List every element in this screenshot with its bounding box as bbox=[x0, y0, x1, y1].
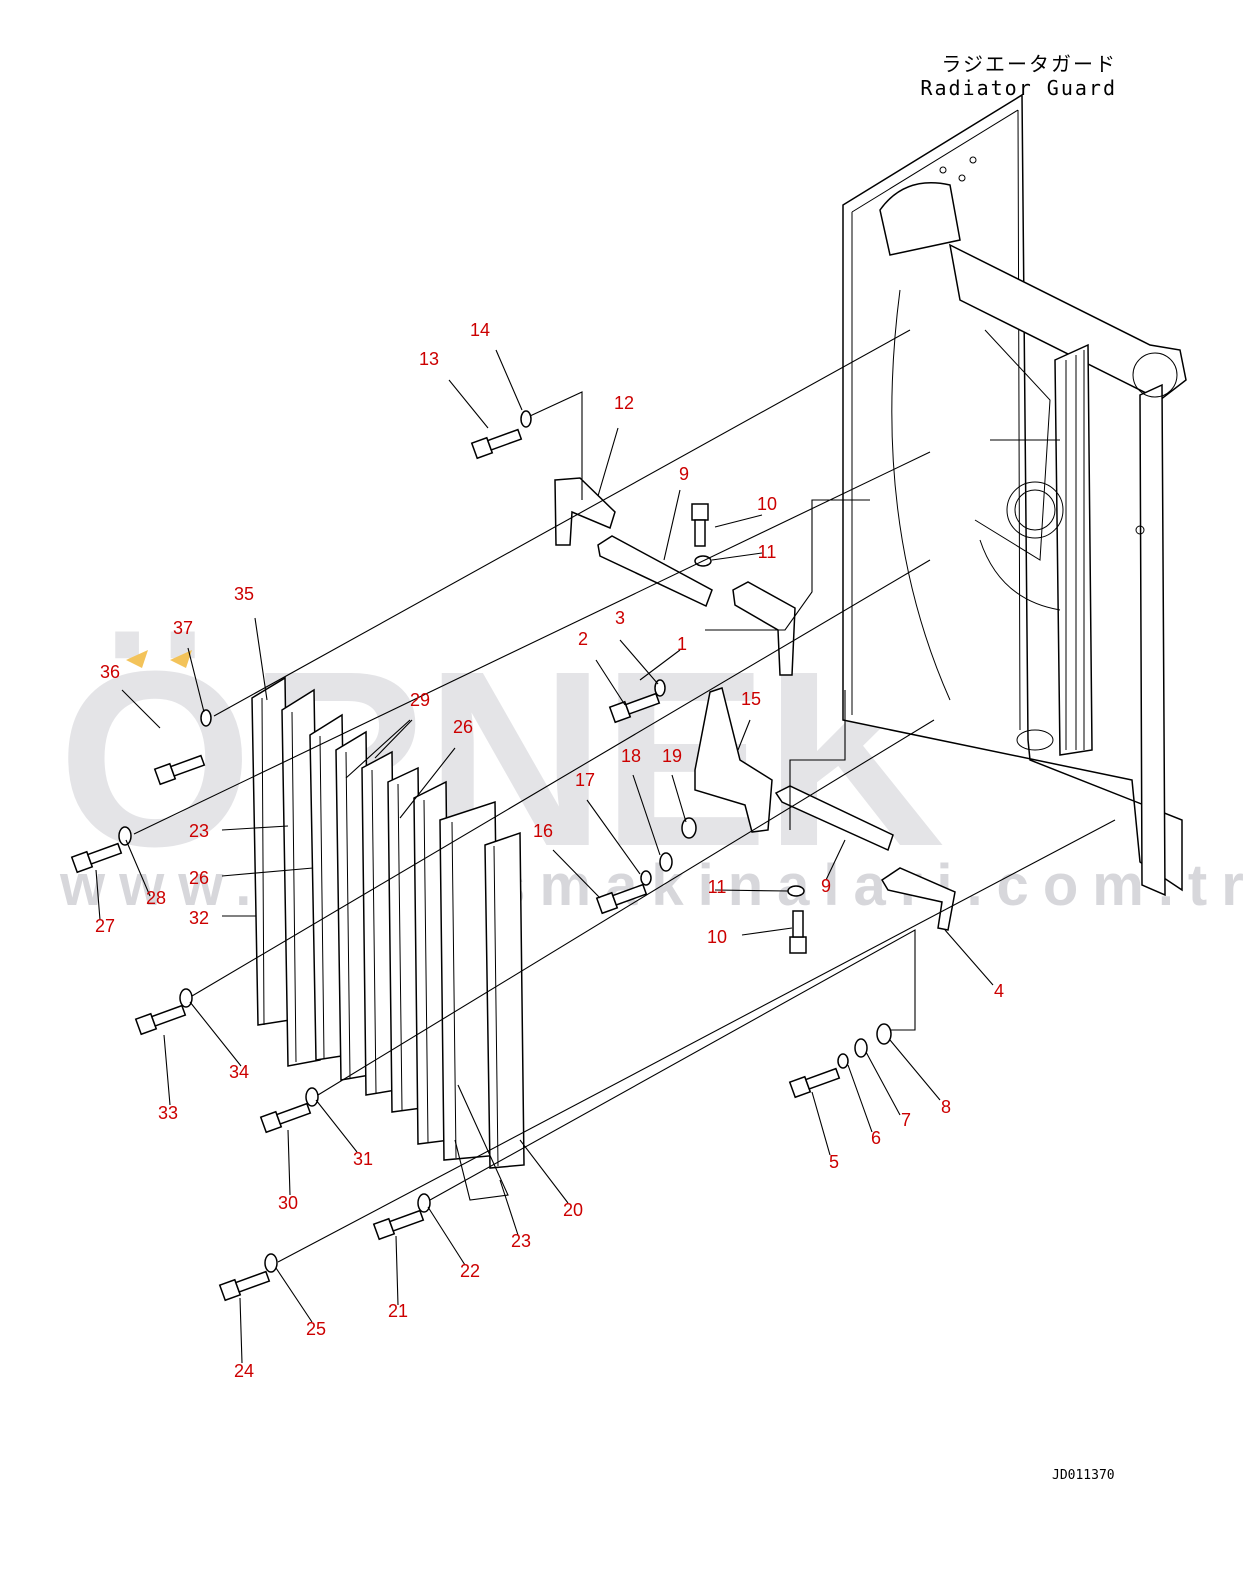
callout-29: 29 bbox=[410, 690, 430, 710]
bracket-4 bbox=[880, 867, 956, 931]
watermark-accent-icon bbox=[126, 650, 192, 668]
bracket-12 bbox=[554, 477, 616, 546]
bolt-5 bbox=[788, 1067, 841, 1099]
callout-10: 10 bbox=[707, 927, 727, 947]
washer-37 bbox=[200, 709, 212, 727]
callout-13: 13 bbox=[419, 349, 439, 369]
bolt-24 bbox=[218, 1270, 271, 1302]
washer-17 bbox=[640, 870, 652, 886]
watermark-url: www.orneksmakinalari.com.tr bbox=[59, 853, 1243, 918]
bolt-30 bbox=[259, 1102, 312, 1134]
callout-19: 19 bbox=[662, 746, 682, 766]
callout-7: 7 bbox=[901, 1110, 911, 1130]
guard-slats bbox=[251, 676, 525, 1169]
callout-10: 10 bbox=[757, 494, 777, 514]
callout-15: 15 bbox=[741, 689, 761, 709]
bolt-33 bbox=[134, 1004, 187, 1036]
washers bbox=[118, 410, 892, 1273]
washer-28 bbox=[118, 826, 132, 846]
callout-35: 35 bbox=[234, 584, 254, 604]
radiator-frame bbox=[842, 93, 1187, 897]
callout-32: 32 bbox=[189, 908, 209, 928]
callout-6: 6 bbox=[871, 1128, 881, 1148]
bolt-27 bbox=[70, 842, 123, 874]
callout-20: 20 bbox=[563, 1200, 583, 1220]
callout-27: 27 bbox=[95, 916, 115, 936]
callout-23: 23 bbox=[189, 821, 209, 841]
callout-4: 4 bbox=[994, 981, 1004, 1001]
callout-25: 25 bbox=[306, 1319, 326, 1339]
callout-9: 9 bbox=[679, 464, 689, 484]
bolts bbox=[70, 428, 841, 1302]
callout-31: 31 bbox=[353, 1149, 373, 1169]
callout-3: 3 bbox=[615, 608, 625, 628]
callout-22: 22 bbox=[460, 1261, 480, 1281]
callout-17: 17 bbox=[575, 770, 595, 790]
callout-24: 24 bbox=[234, 1361, 254, 1381]
bolt-10-upper bbox=[691, 503, 709, 547]
washer-8 bbox=[876, 1023, 892, 1045]
callout-8: 8 bbox=[941, 1097, 951, 1117]
callout-12: 12 bbox=[614, 393, 634, 413]
callout-33: 33 bbox=[158, 1103, 178, 1123]
washer-11-lower bbox=[787, 885, 805, 897]
washer-14 bbox=[520, 410, 532, 428]
title-japanese: ラジエータガード bbox=[941, 52, 1117, 76]
washer-6 bbox=[837, 1053, 849, 1069]
bolt-2 bbox=[608, 692, 661, 724]
callout-18: 18 bbox=[621, 746, 641, 766]
washer-19 bbox=[681, 817, 697, 839]
callout-36: 36 bbox=[100, 662, 120, 682]
callout-11: 11 bbox=[708, 877, 727, 897]
bolt-16 bbox=[595, 883, 648, 915]
bracket-9-upper bbox=[597, 535, 713, 608]
callout-28: 28 bbox=[146, 888, 166, 908]
callout-14: 14 bbox=[470, 320, 490, 340]
bolt-10-lower bbox=[789, 910, 807, 954]
bracket-9-lower bbox=[774, 785, 894, 852]
callout-16: 16 bbox=[533, 821, 553, 841]
callout-26: 26 bbox=[189, 868, 209, 888]
washer-31 bbox=[305, 1087, 319, 1107]
washer-18 bbox=[659, 852, 673, 872]
bolt-21 bbox=[372, 1209, 425, 1241]
washer-34 bbox=[179, 988, 193, 1008]
washer-7 bbox=[854, 1038, 868, 1058]
leader-lines bbox=[95, 329, 1116, 1364]
drawing-number: JD011370 bbox=[1052, 1468, 1115, 1483]
callout-2: 2 bbox=[578, 629, 588, 649]
callout-1: 1 bbox=[677, 634, 687, 654]
callout-5: 5 bbox=[829, 1152, 839, 1172]
callout-23: 23 bbox=[511, 1231, 531, 1251]
callout-9: 9 bbox=[821, 876, 831, 896]
callout-21: 21 bbox=[388, 1301, 408, 1321]
callout-30: 30 bbox=[278, 1193, 298, 1213]
callout-26: 26 bbox=[453, 717, 473, 737]
washer-22 bbox=[417, 1193, 431, 1213]
callout-11: 11 bbox=[758, 542, 777, 562]
washer-25 bbox=[264, 1253, 278, 1273]
bracket-1 bbox=[732, 581, 796, 676]
bracket-15 bbox=[694, 687, 773, 833]
bolt-36 bbox=[153, 754, 206, 786]
brackets bbox=[554, 477, 956, 931]
callout-37: 37 bbox=[173, 618, 193, 638]
callout-34: 34 bbox=[229, 1062, 249, 1082]
title-english: Radiator Guard bbox=[920, 76, 1117, 100]
bolt-13 bbox=[470, 428, 523, 460]
